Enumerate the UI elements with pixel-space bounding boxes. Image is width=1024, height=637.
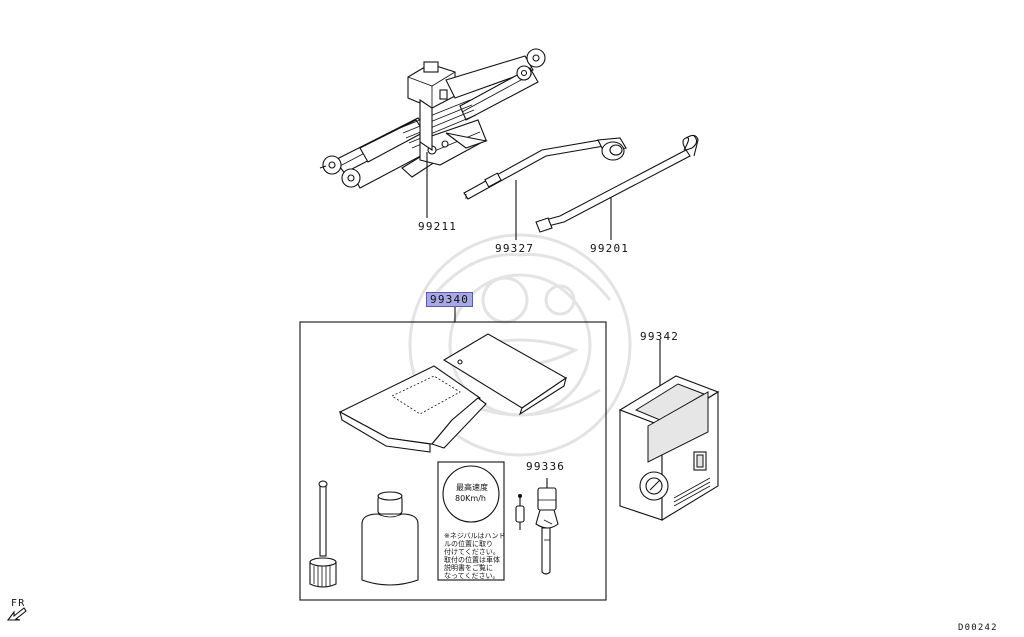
sticker-caution-line: 付けてください。 (444, 548, 500, 556)
speed-sticker-frame (437, 461, 505, 581)
front-arrow-icon (6, 607, 27, 621)
label-repair-kit[interactable]: 99340 (426, 292, 474, 307)
sticker-caution-line: なってください。 (444, 572, 500, 580)
front-direction-label: FR (11, 598, 26, 609)
sticker-speed-title: 最高速度 (456, 483, 488, 492)
repair-kit-frame (299, 321, 607, 601)
valve-tool-drawing (515, 478, 559, 575)
valve-stick-drawing (309, 480, 337, 588)
label-jack-handle[interactable]: 99327 (495, 242, 535, 255)
label-jack[interactable]: 99211 (418, 220, 458, 233)
jack-handle-drawing (463, 137, 627, 200)
sticker-speed-value: 80Km/h (455, 494, 486, 503)
label-valve-tool[interactable]: 99336 (526, 460, 566, 473)
wheel-brace-drawing (535, 134, 699, 233)
sticker-caution-line: 説明書をご覧に (444, 564, 493, 572)
sticker-caution-line: 取付の位置は車体 (444, 556, 500, 564)
sticker-caution-text: ※ネジバルはハンド ルの位置に取り 付けてください。 取付の位置は車体 説明書を… (444, 532, 505, 580)
scissor-jack-drawing (319, 48, 546, 189)
sealant-bottle-drawing (361, 491, 419, 586)
diagram-code: D00242 (958, 623, 998, 633)
speed-sticker-ring (442, 465, 500, 523)
sticker-caution-line: ルの位置に取り (444, 540, 493, 548)
watermark-emblem (408, 233, 632, 457)
sticker-caution-line: ※ネジバルはハンド (444, 532, 506, 540)
compressor-drawing (618, 375, 720, 521)
label-compressor[interactable]: 99342 (640, 330, 680, 343)
manual-pouch-drawing (338, 333, 568, 453)
label-wheel-brace[interactable]: 99201 (590, 242, 630, 255)
